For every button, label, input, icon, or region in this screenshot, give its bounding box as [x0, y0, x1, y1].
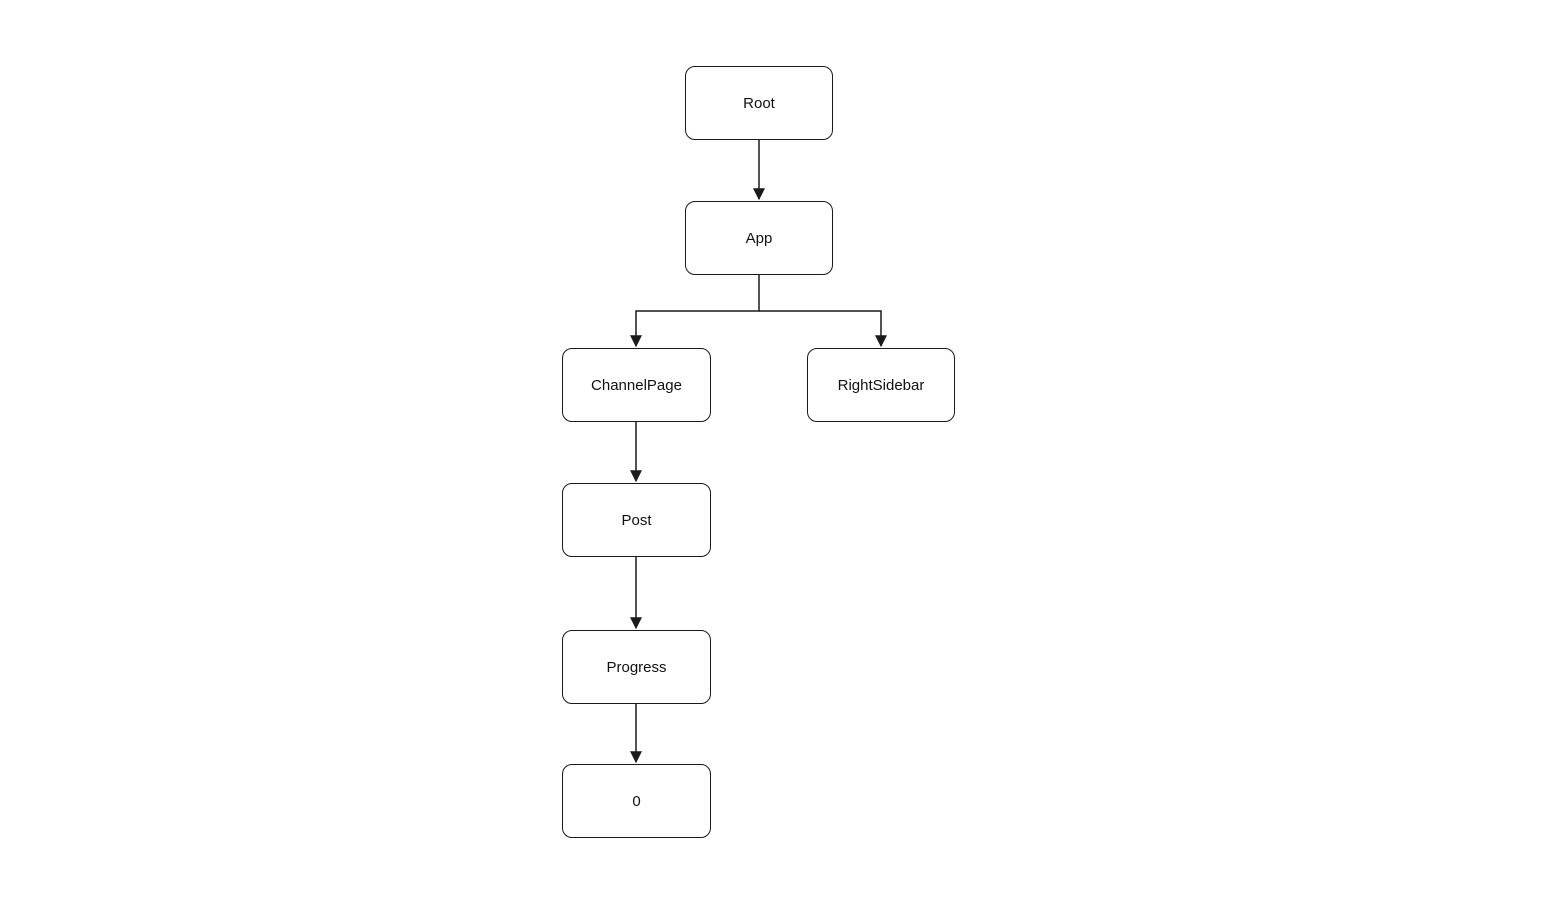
node-progress-label: Progress: [606, 658, 667, 676]
node-post: Post: [562, 483, 711, 557]
node-app: App: [685, 201, 833, 275]
node-app-label: App: [745, 229, 773, 247]
node-channel-page-label: ChannelPage: [591, 376, 682, 394]
node-zero-label: 0: [632, 792, 641, 810]
node-zero: 0: [562, 764, 711, 838]
edge-app-channelpage: [630, 275, 760, 348]
node-progress: Progress: [562, 630, 711, 704]
node-right-sidebar-label: RightSidebar: [837, 376, 925, 394]
edge-app-rightsidebar: [759, 310, 887, 348]
node-right-sidebar: RightSidebar: [807, 348, 955, 422]
node-root-label: Root: [743, 94, 775, 112]
node-post-label: Post: [621, 511, 652, 529]
node-root: Root: [685, 66, 833, 140]
node-channel-page: ChannelPage: [562, 348, 711, 422]
